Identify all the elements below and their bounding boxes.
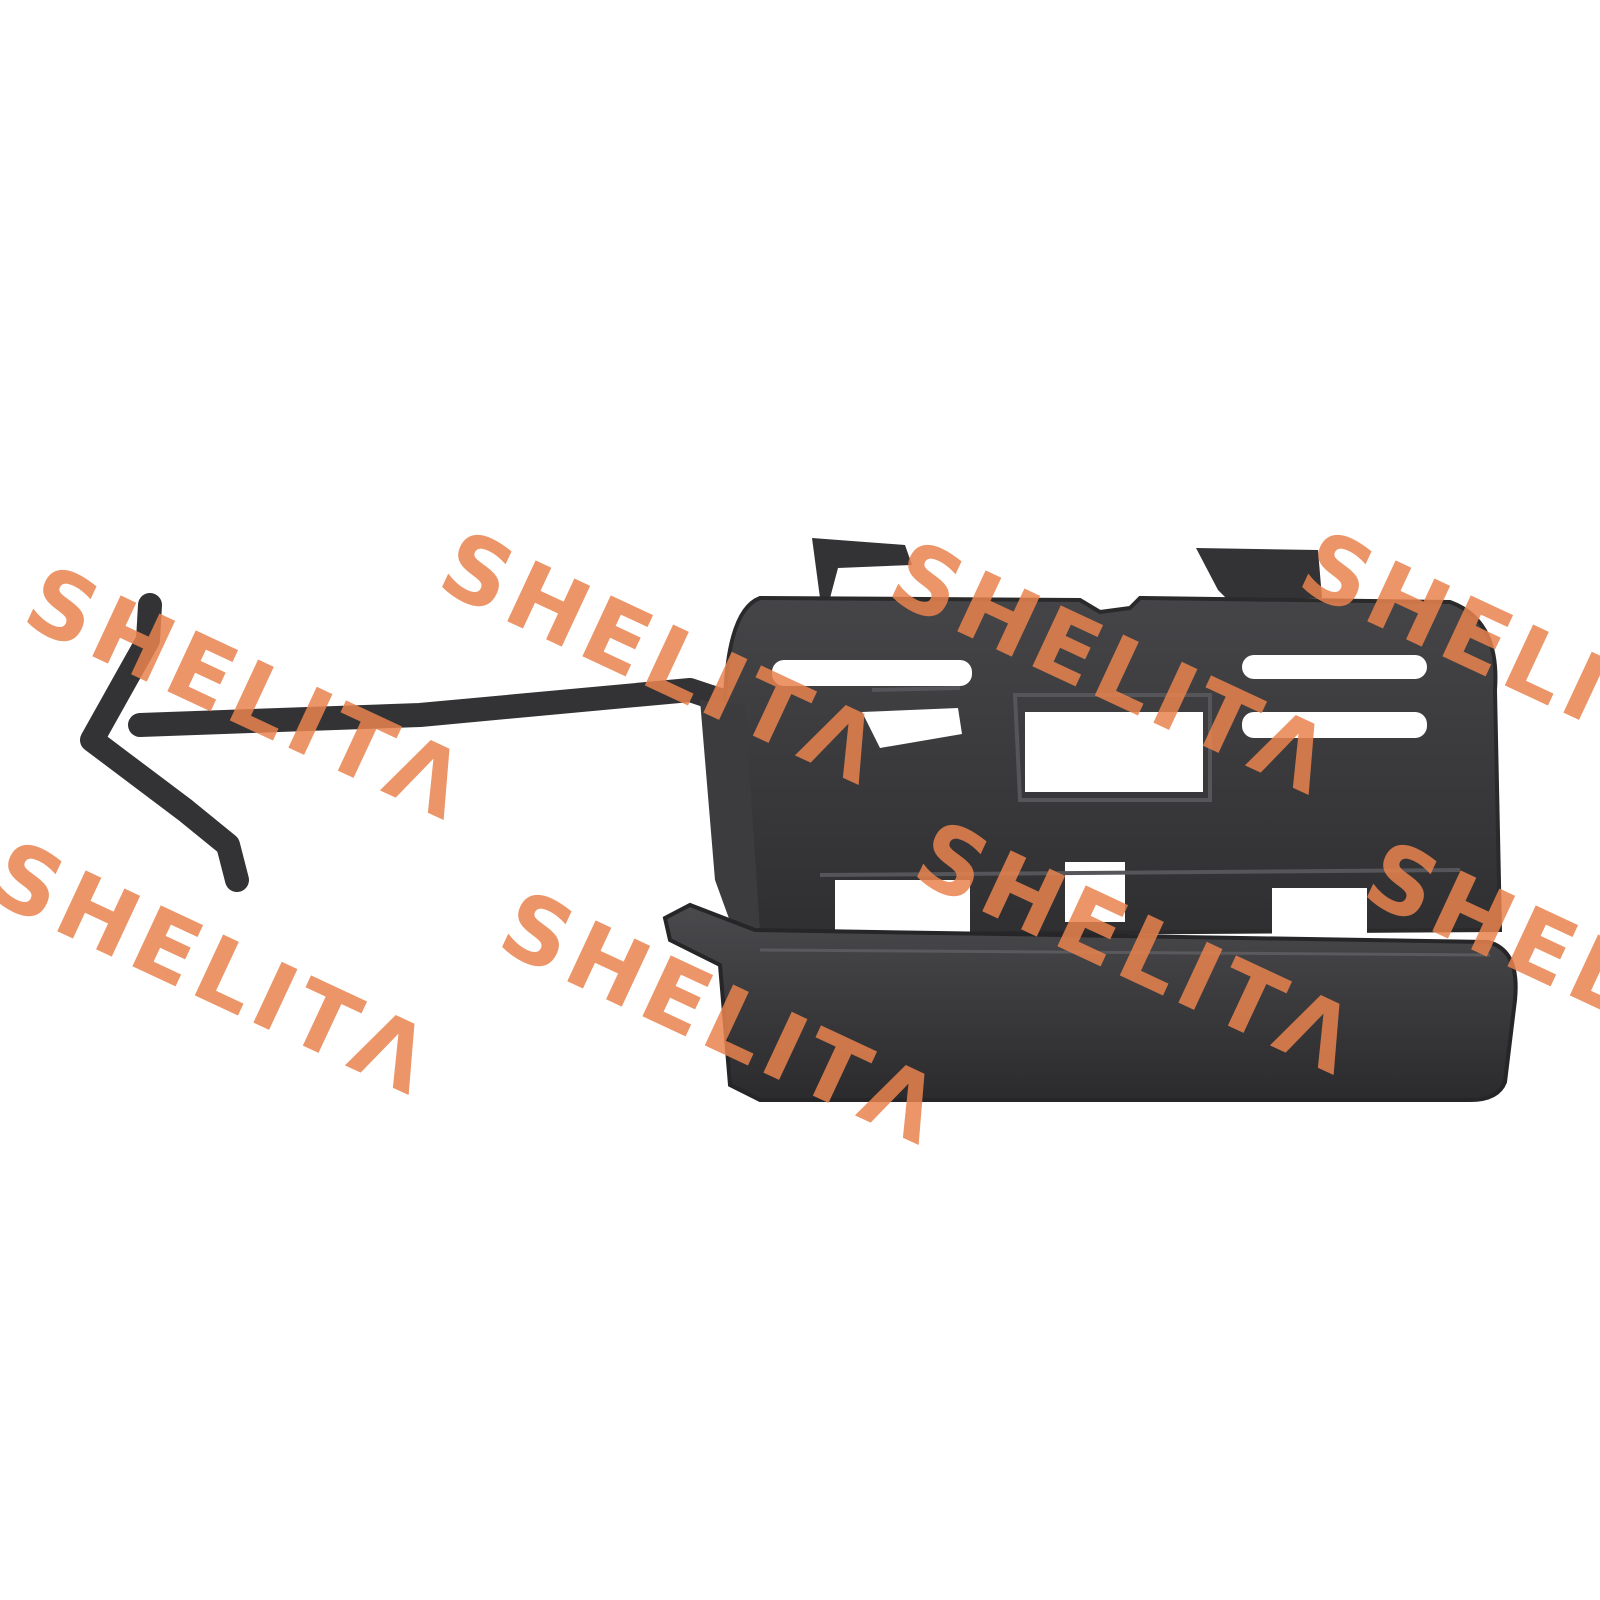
wire-hook-arm: [80, 593, 747, 892]
top-tabs: [812, 538, 1322, 600]
slot-openings: [772, 655, 1427, 940]
clip-bottom-lip: [662, 902, 1518, 1102]
body-ridges: [819, 686, 1461, 877]
lip-highlight: [759, 948, 1491, 957]
left-flange: [700, 700, 760, 935]
